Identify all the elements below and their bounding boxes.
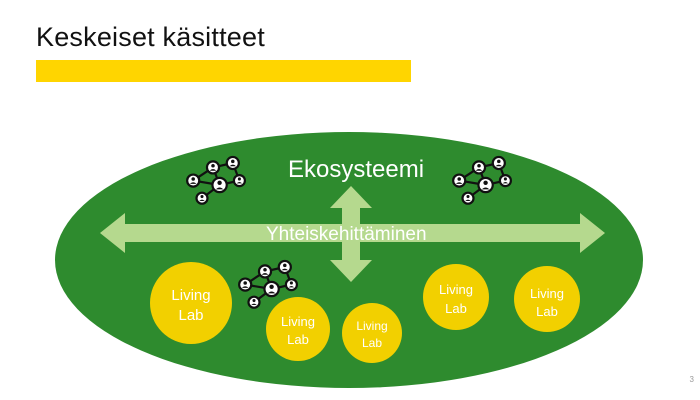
ecosystem-label: Ekosysteemi — [288, 156, 424, 183]
living-lab-label-line1: Living — [530, 286, 564, 301]
living-lab-label-line2: Lab — [536, 304, 558, 319]
co-development-label: Yhteiskehittäminen — [266, 224, 427, 245]
living-lab-label-line2: Lab — [287, 332, 309, 347]
living-lab-label-line1: Living — [171, 287, 210, 304]
living-lab-circle: Living Lab — [266, 297, 330, 361]
living-lab-label-line1: Living — [439, 282, 473, 297]
living-lab-label-line2: Lab — [178, 307, 203, 324]
living-lab-label-line2: Lab — [362, 336, 382, 350]
slide-number: 3 — [689, 375, 694, 384]
living-lab-label-line1: Living — [281, 314, 315, 329]
living-lab-label-line1: Living — [356, 319, 387, 333]
living-lab-circle: Living Lab — [342, 303, 402, 363]
living-lab-label-line2: Lab — [445, 301, 467, 316]
living-lab-circle: Living Lab — [150, 262, 232, 344]
slide-title: Keskeiset käsitteet — [36, 22, 265, 52]
title-underline-bar — [36, 60, 411, 82]
living-lab-circle: Living Lab — [514, 266, 580, 332]
vertical-double-arrow — [330, 186, 372, 282]
living-lab-circle: Living Lab — [423, 264, 489, 330]
